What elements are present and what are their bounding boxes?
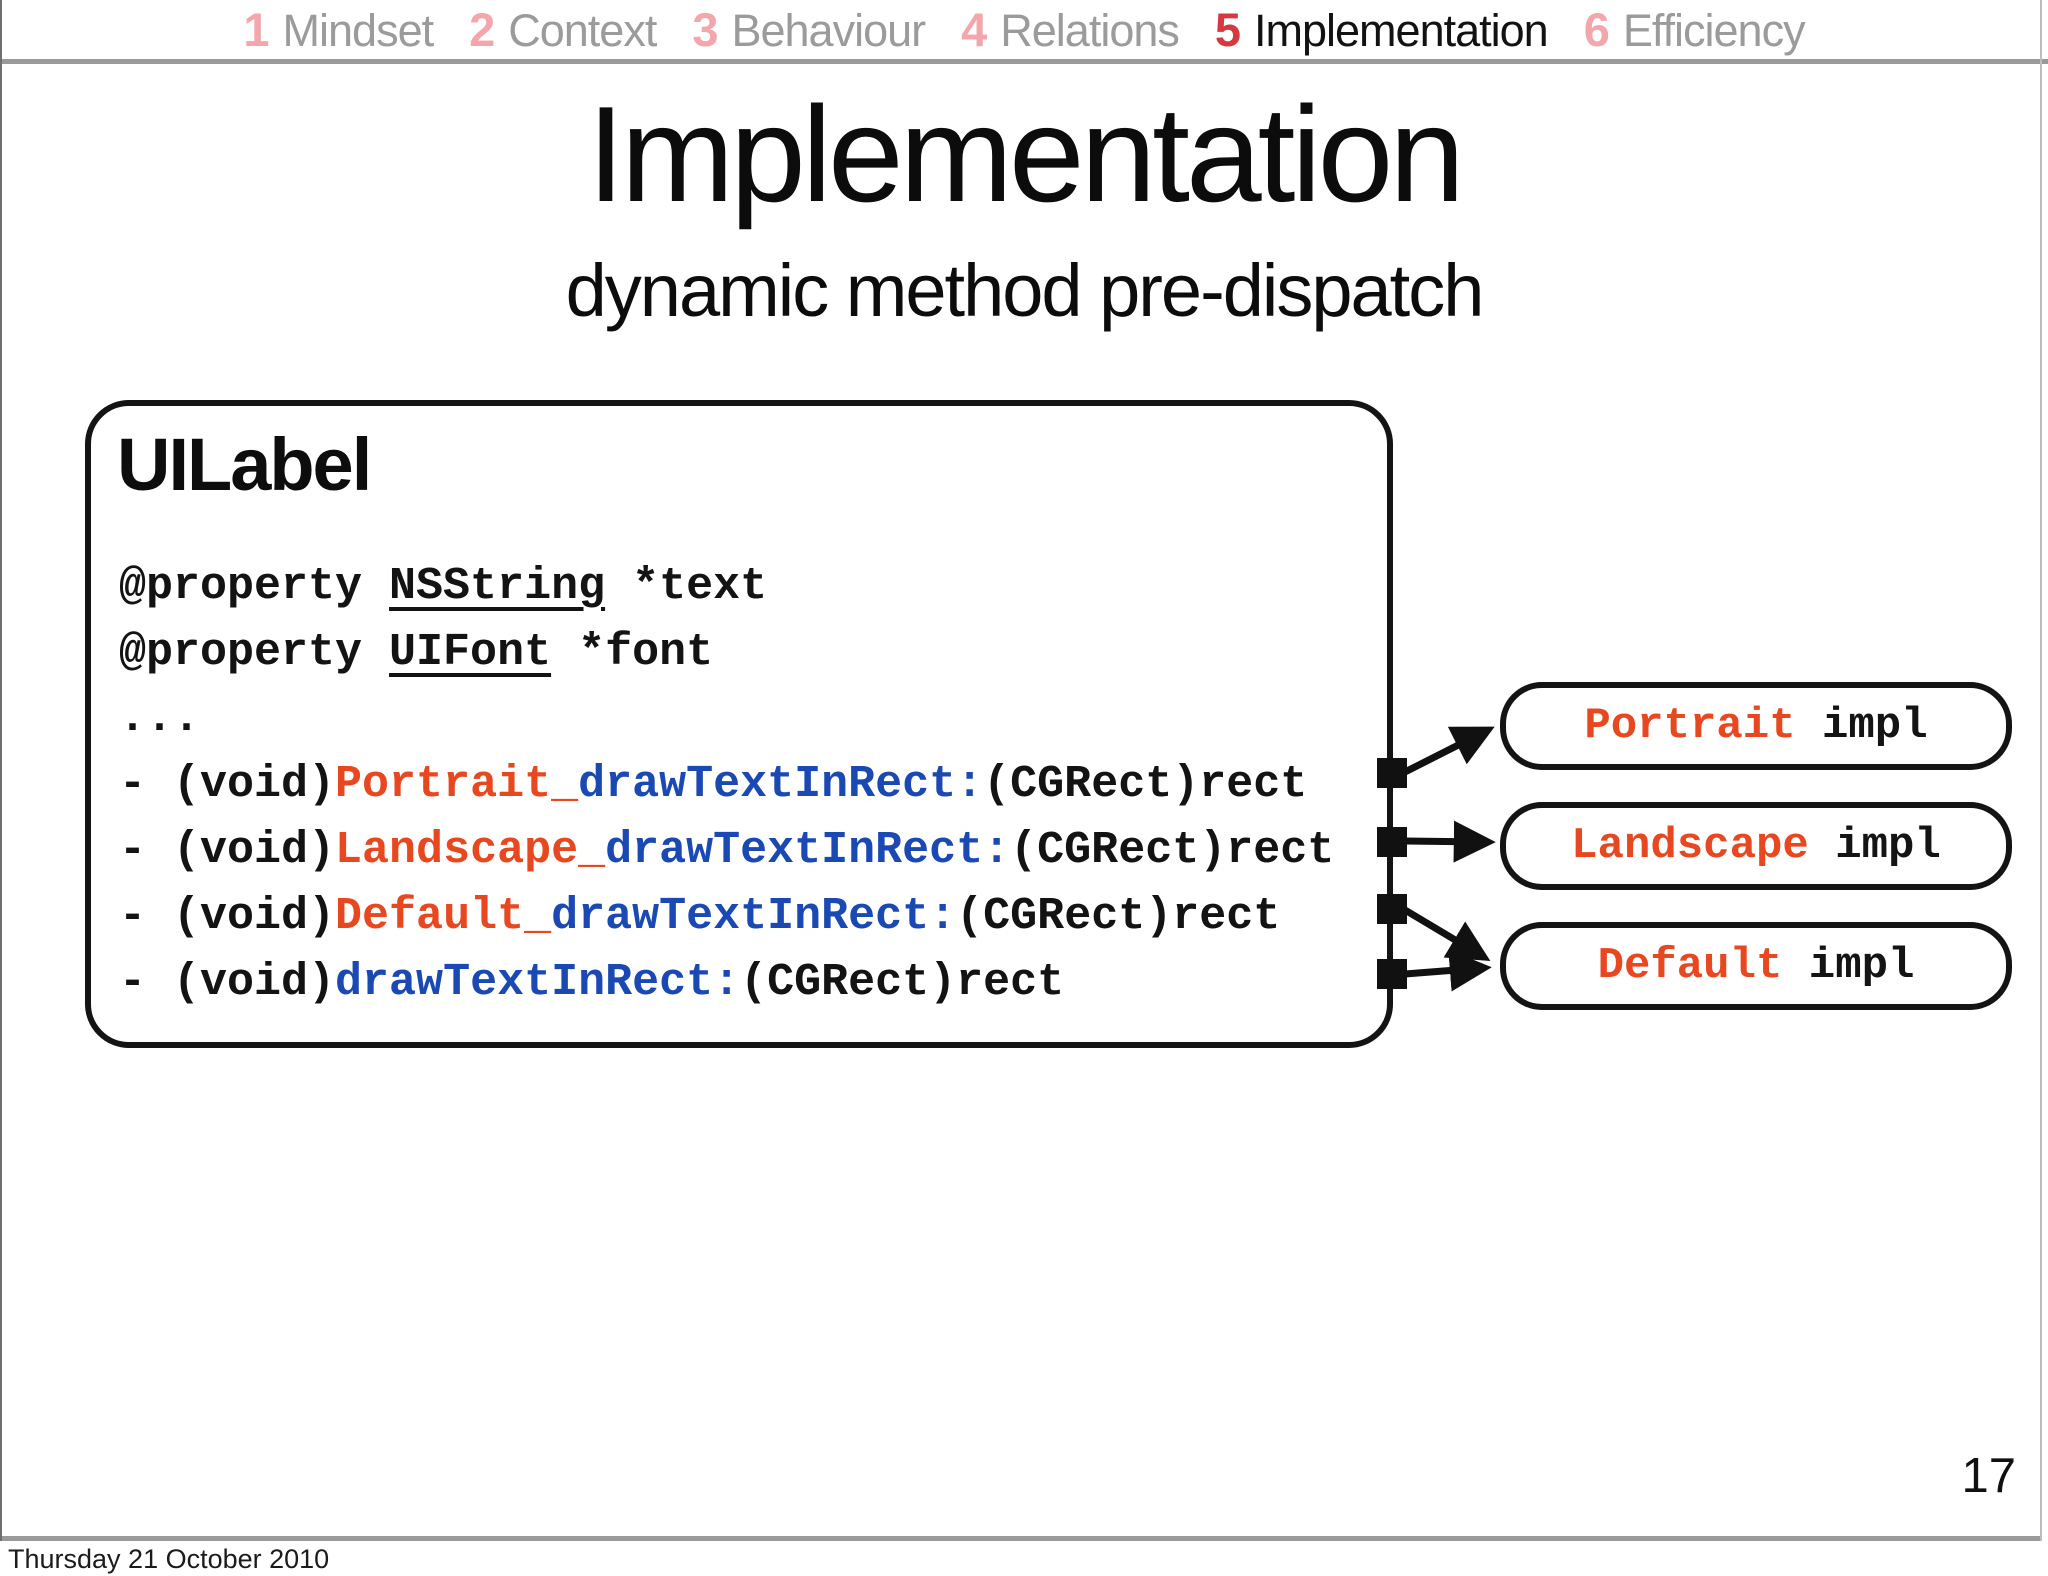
nav-item-label: Efficiency	[1622, 4, 1806, 56]
nav-item-number: 6	[1583, 2, 1610, 56]
impl-box-name: Landscape	[1571, 821, 1809, 871]
connector-square-landscape	[1377, 827, 1407, 857]
connector-square-portrait	[1377, 758, 1407, 788]
bottom-rule	[0, 1536, 2041, 1541]
code-line: - (void)Default_drawTextInRect:(CGRect)r…	[119, 891, 1334, 957]
impl-box-name: Portrait	[1584, 701, 1796, 751]
nav-item-label: Behaviour	[731, 4, 926, 56]
code-segment: - (void)	[119, 825, 336, 876]
nav-item-number: 1	[243, 2, 270, 56]
code-segment: drawTextInRect:	[578, 759, 984, 810]
nav-item-label: Context	[508, 4, 657, 56]
code-segment: *font	[551, 627, 714, 678]
footer-date: Thursday 21 October 2010	[8, 1544, 330, 1574]
code-line: @property NSString *text	[119, 561, 1334, 627]
code-line: - (void)Landscape_drawTextInRect:(CGRect…	[119, 825, 1334, 891]
code-line: ...	[119, 693, 1334, 759]
impl-box-default: Default impl	[1500, 922, 2012, 1010]
code-segment: @property	[119, 627, 390, 678]
code-line: - (void)Portrait_drawTextInRect:(CGRect)…	[119, 759, 1334, 825]
connector-square-drawtextinrect	[1377, 959, 1407, 989]
left-frame-edge	[0, 0, 2, 1541]
right-frame-edge	[2040, 0, 2042, 1541]
nav-item-number: 4	[961, 2, 988, 56]
code-segment: (CGRect)rect	[740, 957, 1065, 1008]
connector-square-default	[1377, 894, 1407, 924]
uilabel-class-box: UILabel @property NSString *text@propert…	[85, 400, 1393, 1048]
nav-item-number: 5	[1214, 2, 1242, 56]
code-segment: *text	[605, 561, 768, 612]
impl-box-name: Default	[1597, 941, 1783, 991]
impl-box-suffix: impl	[1808, 821, 1941, 871]
code-segment: - (void)	[119, 759, 336, 810]
top-rule	[0, 59, 2048, 64]
page-subtitle: dynamic method pre-dispatch	[565, 249, 1485, 332]
code-segment: (CGRect)rect	[1010, 825, 1335, 876]
code-segment: (CGRect)rect	[983, 759, 1308, 810]
nav-item-label: Implementation	[1254, 4, 1549, 56]
impl-box-portrait: Portrait impl	[1500, 682, 2012, 770]
code-segment: @property	[119, 561, 390, 612]
code-segment: Default_	[335, 891, 552, 942]
nav-item-number: 3	[692, 2, 719, 56]
nav-item-label: Relations	[1000, 4, 1180, 56]
class-code-listing: @property NSString *text@property UIFont…	[119, 561, 1334, 1023]
code-segment: (CGRect)rect	[956, 891, 1281, 942]
arrow-landscape-to-impl	[1404, 820, 1496, 863]
code-segment: - (void)	[119, 891, 336, 942]
code-segment: UIFont	[389, 627, 552, 678]
code-segment: - (void)	[119, 957, 336, 1008]
impl-box-suffix: impl	[1795, 701, 1928, 751]
impl-box-landscape: Landscape impl	[1500, 802, 2012, 890]
impl-box-suffix: impl	[1782, 941, 1915, 991]
code-segment: ...	[119, 693, 201, 744]
code-segment: drawTextInRect:	[605, 825, 1011, 876]
arrow-drawtextinrect-to-default-impl	[1404, 949, 1492, 992]
page-title: Implementation	[587, 78, 1465, 230]
code-line: @property UIFont *font	[119, 627, 1334, 693]
page-number: 17	[1961, 1449, 2016, 1503]
code-segment: drawTextInRect:	[551, 891, 957, 942]
arrow-default-to-impl	[1403, 906, 1491, 962]
code-line: - (void)drawTextInRect:(CGRect)rect	[119, 957, 1334, 1023]
nav-item-label: Mindset	[282, 4, 435, 56]
code-segment: Landscape_	[335, 825, 606, 876]
class-name-heading: UILabel	[117, 423, 372, 506]
arrow-portrait-to-impl	[1403, 726, 1495, 776]
nav-item-number: 2	[469, 2, 496, 56]
code-segment: Portrait_	[335, 759, 579, 810]
code-segment: NSString	[389, 561, 606, 612]
code-segment: drawTextInRect:	[335, 957, 741, 1008]
